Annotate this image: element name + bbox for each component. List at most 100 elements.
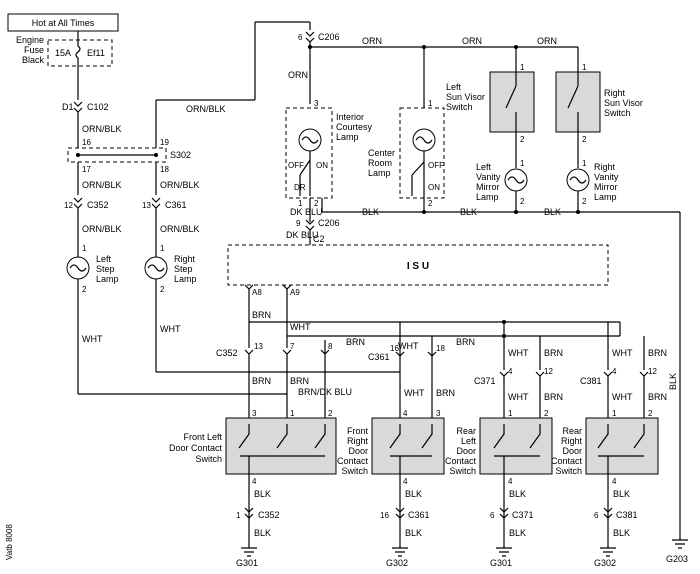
- wire-brn-fl: BRN: [252, 376, 271, 386]
- left-sun-visor-switch: [489, 71, 535, 133]
- svg-text:12: 12: [544, 367, 553, 376]
- ground-g203-icon: [672, 539, 688, 549]
- svg-text:4: 4: [403, 409, 408, 418]
- wire-wht-rr: WHT: [612, 348, 633, 358]
- center-lamp-label: Center Room Lamp: [368, 148, 395, 178]
- svg-text:Contact: Contact: [551, 456, 583, 466]
- wire-wht-rl: WHT: [508, 348, 529, 358]
- right-vanity-label: Right Vanity Mirror Lamp: [594, 162, 619, 202]
- right-step-label: Right Step Lamp: [174, 254, 197, 284]
- svg-text:Door: Door: [562, 446, 582, 456]
- front-right-door-switch: [371, 417, 445, 475]
- svg-text:4: 4: [403, 477, 408, 486]
- wire-orn-blk-3: ORN/BLK: [82, 180, 122, 190]
- svg-text:12: 12: [648, 367, 657, 376]
- c371-label: C371: [474, 376, 496, 386]
- svg-text:1: 1: [520, 159, 525, 168]
- svg-text:1: 1: [428, 99, 433, 108]
- svg-text:4: 4: [508, 367, 513, 376]
- svg-text:Black: Black: [22, 55, 45, 65]
- svg-text:1: 1: [160, 244, 165, 253]
- wire-orn-blk-5: ORN/BLK: [160, 180, 200, 190]
- ground-g302b-icon: [600, 547, 616, 557]
- svg-text:2: 2: [520, 197, 525, 206]
- wire-brn-rl-2: BRN: [544, 392, 563, 402]
- svg-text:8: 8: [328, 342, 333, 351]
- svg-text:16: 16: [380, 511, 389, 520]
- svg-text:2: 2: [648, 409, 653, 418]
- front-left-switch-label: Front Left Door Contact Switch: [169, 432, 223, 464]
- c361-label: C361: [165, 200, 187, 210]
- wire-wht-rl-2: WHT: [508, 392, 529, 402]
- svg-text:Engine: Engine: [16, 35, 44, 45]
- c381-connector-icon: [603, 371, 649, 377]
- front-right-switch-label: Front Right Door Contact Switch: [337, 426, 369, 476]
- ground-g301b-icon: [496, 547, 512, 557]
- fuse-id: Ef11: [87, 48, 105, 58]
- s302-label: S302: [170, 150, 191, 160]
- svg-text:6: 6: [594, 511, 599, 520]
- c361-door-label: C361: [368, 352, 390, 362]
- s302-splice: [67, 147, 167, 163]
- svg-text:2: 2: [582, 197, 587, 206]
- c352-ground-connector-icon: [244, 507, 254, 519]
- c371-ground-label: C371: [512, 510, 534, 520]
- wire-brn-fl-2: BRN: [290, 376, 309, 386]
- wire-orn-blk-4: ORN/BLK: [82, 224, 122, 234]
- fuse-source-label: Engine Fuse Black: [16, 35, 45, 65]
- svg-text:Contact: Contact: [337, 456, 369, 466]
- ground-g301-icon: [241, 547, 257, 557]
- svg-text:Lamp: Lamp: [174, 274, 197, 284]
- wire-wht-left-step: WHT: [82, 334, 103, 344]
- left-vanity-label: Left Vanity Mirror Lamp: [476, 162, 501, 202]
- wire-dk-blu-2: DK BLU: [286, 230, 319, 240]
- wire-orn-blk-1: ORN/BLK: [82, 124, 122, 134]
- front-left-door-switch: [225, 417, 337, 475]
- svg-text:Right: Right: [604, 88, 626, 98]
- svg-text:Left: Left: [461, 436, 477, 446]
- svg-text:9: 9: [296, 219, 301, 228]
- svg-text:Center: Center: [368, 148, 395, 158]
- svg-text:Switch: Switch: [604, 108, 631, 118]
- svg-text:Vanity: Vanity: [594, 172, 619, 182]
- svg-text:6: 6: [298, 33, 303, 42]
- svg-text:Step: Step: [96, 264, 115, 274]
- svg-text:Switch: Switch: [446, 102, 473, 112]
- c352-connector-icon: [73, 197, 83, 209]
- wire-orn-4: ORN: [537, 36, 557, 46]
- svg-text:1: 1: [520, 63, 525, 72]
- left-sun-visor-label: Left Sun Visor Switch: [446, 82, 485, 112]
- wire-brn-isu: BRN: [252, 310, 271, 320]
- rear-left-switch-label: Rear Left Door Contact Switch: [445, 426, 477, 476]
- isu-label: I S U: [407, 261, 429, 272]
- svg-text:16: 16: [390, 344, 399, 353]
- wire-wht-right-step: WHT: [160, 324, 181, 334]
- svg-text:Door Contact: Door Contact: [169, 443, 223, 453]
- svg-text:Contact: Contact: [445, 456, 477, 466]
- c206-label-bottom: C206: [318, 218, 340, 228]
- svg-text:ON: ON: [428, 183, 440, 192]
- svg-text:Switch: Switch: [341, 466, 368, 476]
- svg-text:18: 18: [160, 165, 169, 174]
- svg-text:2: 2: [520, 135, 525, 144]
- wire-blk-1: BLK: [460, 207, 477, 217]
- c381-ground-label: C381: [616, 510, 638, 520]
- svg-text:Sun Visor: Sun Visor: [446, 92, 485, 102]
- c371-ground-connector-icon: [499, 507, 509, 519]
- c102-label: C102: [87, 102, 109, 112]
- c206-label-top: C206: [318, 32, 340, 42]
- svg-text:1: 1: [290, 409, 295, 418]
- wire-orn-blk-6: ORN/BLK: [160, 224, 200, 234]
- svg-text:3: 3: [436, 409, 441, 418]
- wire-brn-dkblu: BRN/DK BLU: [298, 387, 352, 397]
- wire-blk-rl: BLK: [509, 489, 526, 499]
- svg-text:1: 1: [298, 199, 303, 208]
- svg-text:Rear: Rear: [562, 426, 582, 436]
- svg-text:Lamp: Lamp: [368, 168, 391, 178]
- svg-text:18: 18: [436, 344, 445, 353]
- fuse-rating: 15A: [55, 48, 71, 58]
- wire-orn-3: ORN: [462, 36, 482, 46]
- svg-text:Vanity: Vanity: [476, 172, 501, 182]
- svg-text:Right: Right: [594, 162, 616, 172]
- left-step-label: Left Step Lamp: [96, 254, 119, 284]
